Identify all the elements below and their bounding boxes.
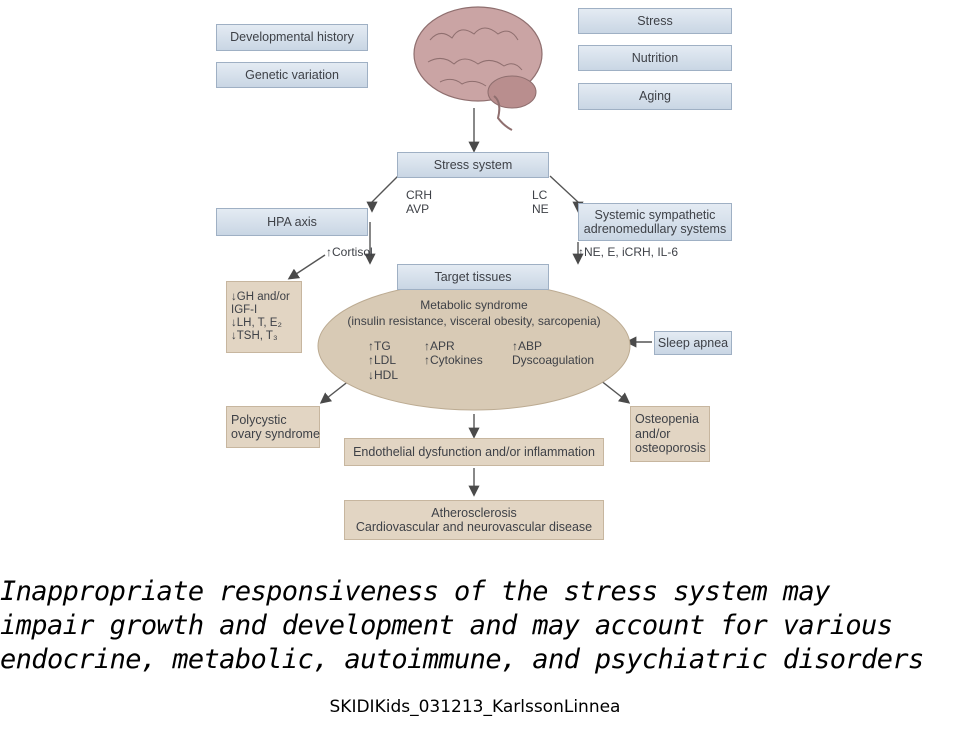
aging-label: Aging — [639, 89, 671, 104]
metabolic-syndrome-title: Metabolic syndrome — [420, 298, 528, 312]
osteopenia-label: Osteopenia and/or osteoporosis — [635, 412, 706, 456]
genetic-variation-box: Genetic variation — [216, 62, 368, 88]
coagulation-markers: ↑ABP Dyscoagulation — [512, 339, 595, 368]
atherosclerosis-box: Atherosclerosis Cardiovascular and neuro… — [344, 500, 604, 540]
stress-system-label: Stress system — [433, 157, 513, 172]
endothelial-label: Endothelial dysfunction and/or inflammat… — [353, 444, 595, 459]
sympathetic-system-box: Systemic sympathetic adrenomedullary sys… — [578, 203, 732, 241]
brain-icon — [413, 6, 543, 131]
nutrition-label: Nutrition — [631, 50, 679, 65]
aging-box: Aging — [578, 83, 732, 110]
hormones-box: ↓GH and/or IGF-I ↓LH, T, E₂ ↓TSH, T₃ — [226, 281, 302, 353]
sleep-apnea-label: Sleep apnea — [657, 335, 729, 350]
stress-system-box: Stress system — [397, 152, 549, 178]
cortisol-label: ↑Cortisol — [326, 245, 373, 259]
osteopenia-box: Osteopenia and/or osteoporosis — [630, 406, 710, 462]
crh-avp-label: CRH AVP — [406, 188, 432, 217]
developmental-history-label: Developmental history — [230, 30, 354, 45]
developmental-history-box: Developmental history — [216, 24, 368, 51]
hpa-axis-label: HPA axis — [267, 214, 317, 229]
genetic-variation-label: Genetic variation — [245, 67, 339, 82]
footer-label: SKIDIKids_031213_KarlssonLinnea — [329, 697, 621, 717]
cortisol-to-hormones-arrow — [287, 254, 326, 280]
nutrition-box: Nutrition — [578, 45, 732, 71]
hpa-axis-box: HPA axis — [216, 208, 368, 236]
stress-label: Stress — [637, 13, 673, 28]
to-osteopenia-arrow — [599, 379, 631, 404]
polycystic-box: Polycystic ovary syndrome — [226, 406, 320, 448]
lipid-markers: ↑TG ↑LDL ↓HDL — [368, 339, 399, 382]
stress-to-sympathetic-arrow — [549, 175, 584, 213]
atherosclerosis-label: Atherosclerosis Cardiovascular and neuro… — [355, 505, 593, 534]
target-tissues-box: Target tissues — [397, 264, 549, 290]
sleep-apnea-box: Sleep apnea — [654, 331, 732, 355]
target-tissues-label: Target tissues — [434, 269, 512, 284]
endothelial-box: Endothelial dysfunction and/or inflammat… — [344, 438, 604, 466]
stress-box: Stress — [578, 8, 732, 34]
hormones-label: ↓GH and/or IGF-I ↓LH, T, E₂ ↓TSH, T₃ — [231, 290, 290, 343]
sympathetic-system-label: Systemic sympathetic adrenomedullary sys… — [583, 207, 727, 236]
diagram-connectors — [287, 6, 652, 497]
polycystic-label: Polycystic ovary syndrome — [231, 412, 320, 441]
slide-caption: Inappropriate responsiveness of the stre… — [0, 576, 924, 675]
inflammation-markers: ↑APR ↑Cytokines — [424, 339, 483, 368]
metabolic-syndrome-subtitle: (insulin resistance, visceral obesity, s… — [347, 314, 601, 328]
stress-to-hpa-arrow — [366, 175, 399, 213]
to-polycystic-arrow — [319, 379, 351, 404]
sympathetic-mediators-label: ↑NE, E, iCRH, IL-6 — [578, 245, 679, 259]
lc-ne-label: LC NE — [532, 188, 549, 217]
